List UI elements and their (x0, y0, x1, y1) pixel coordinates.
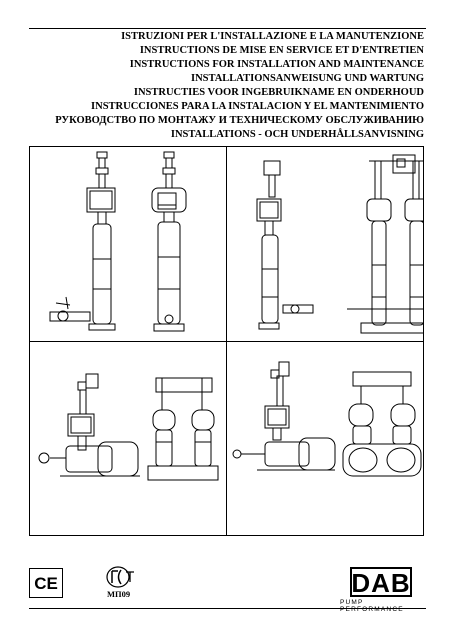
illustration-twin-vertical (227, 147, 423, 341)
illustration-single-vertical (30, 147, 226, 341)
title-french: INSTRUCTIONS DE MISE EN SERVICE ET D'ENT… (139, 45, 424, 56)
illustration-grid (29, 146, 424, 536)
ce-mark-icon: CE (29, 568, 63, 598)
dab-tagline: PUMP PERFORMANCE (340, 599, 404, 613)
title-block: ISTRUZIONI PER L'INSTALLAZIONE E LA MANU… (29, 30, 424, 142)
gost-code: МП09 (107, 589, 131, 599)
title-english: INSTRUCTIONS FOR INSTALLATION AND MAINTE… (129, 59, 424, 70)
gost-certification-icon (106, 566, 134, 588)
bottom-rule (29, 608, 426, 609)
horizontal-pump-drawing (38, 373, 140, 477)
title-swedish: INSTALLATIONS - OCH UNDERHÅLLSANVISNING (170, 129, 424, 140)
top-rule (29, 28, 426, 29)
vertical-pump-left-drawing (49, 151, 116, 331)
twin-vertical-multistage-drawing (147, 377, 219, 481)
single-vertical-pump-drawing (256, 160, 282, 330)
grid-divider-horizontal (30, 341, 423, 342)
illustration-single-horizontal (30, 342, 226, 535)
dab-brand-text: DAB (351, 568, 410, 598)
vertical-pump-right-drawing (151, 151, 187, 332)
illustration-twin-horizontal (227, 342, 423, 535)
title-russian: РУКОВОДСТВО ПО МОНТАЖУ И ТЕХНИЧЕСКОМУ ОБ… (55, 115, 424, 126)
horizontal-pump-set-drawing (232, 361, 336, 471)
control-panel-box-drawing (392, 154, 416, 174)
twin-vertical-pumps-drawing (347, 160, 423, 334)
title-italian: ISTRUZIONI PER L'INSTALLAZIONE E LA MANU… (121, 31, 424, 42)
twin-horizontal-pumps-drawing (342, 371, 422, 477)
title-dutch: INSTRUCTIES VOOR INGEBRUIKNAME EN ONDERH… (133, 87, 424, 98)
ce-mark-text: CE (34, 574, 58, 593)
dab-logo: DAB (350, 567, 412, 598)
manifold-fittings-drawing (282, 304, 314, 314)
title-german: INSTALLATIONSANWEISUNG UND WARTUNG (190, 73, 424, 84)
title-spanish: INSTRUCCIONES PARA LA INSTALACION Y EL M… (91, 101, 424, 112)
